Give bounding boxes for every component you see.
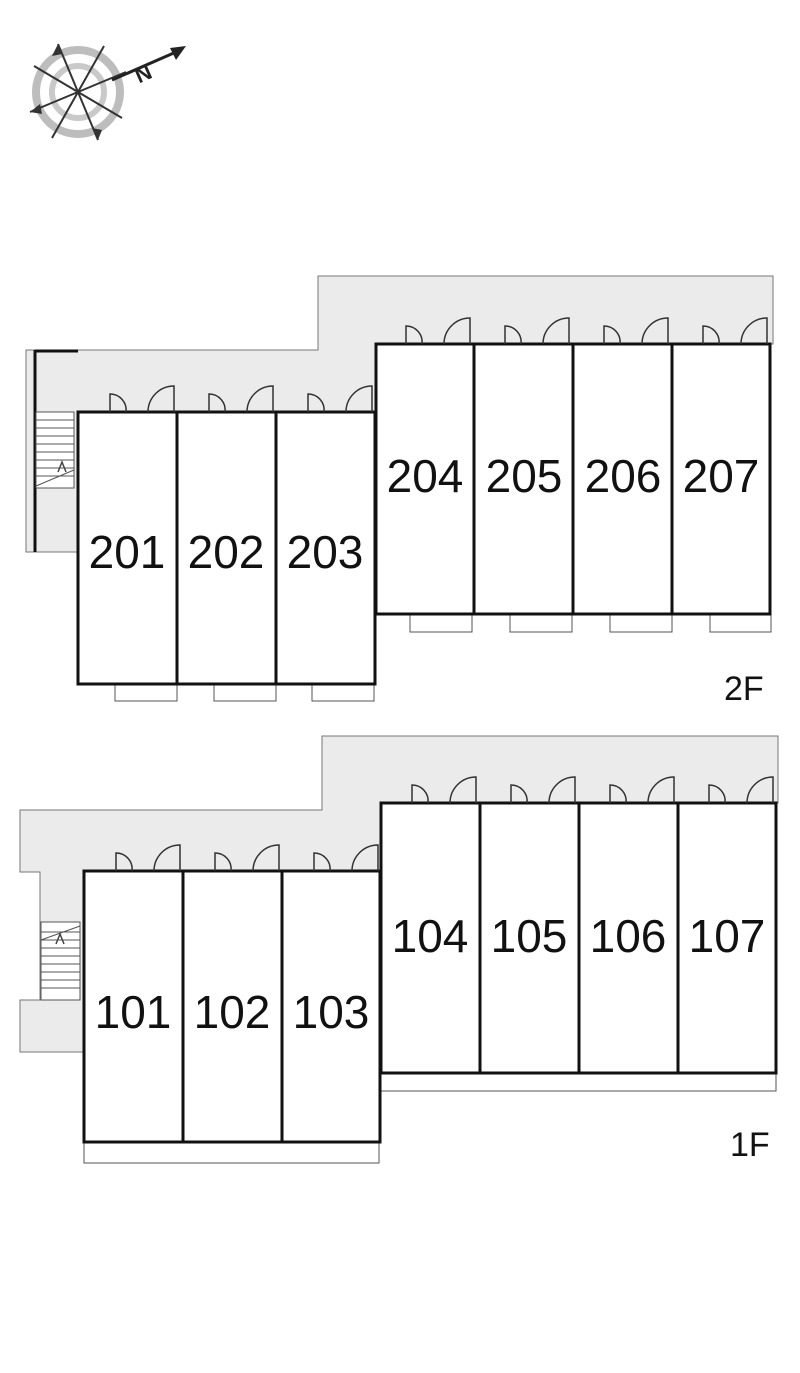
unit-207[interactable] xyxy=(670,342,772,616)
unit-label-101: 101 xyxy=(95,986,172,1038)
unit-label-103: 103 xyxy=(293,986,370,1038)
unit-202[interactable] xyxy=(175,410,278,686)
unit-label-102: 102 xyxy=(194,986,271,1038)
unit-101[interactable] xyxy=(82,869,185,1144)
floor-1f-stairs xyxy=(40,921,81,1001)
unit-label-205: 205 xyxy=(486,450,563,502)
unit-label-105: 105 xyxy=(491,910,568,962)
compass-rose-icon: N xyxy=(29,43,186,141)
unit-104[interactable] xyxy=(379,801,482,1075)
unit-label-204: 204 xyxy=(387,450,464,502)
unit-103[interactable] xyxy=(280,869,382,1144)
floor-2f-doors xyxy=(109,317,768,413)
floor-1f-plan: 101 102 103 104 105 106 107 1F xyxy=(19,735,779,1164)
unit-label-206: 206 xyxy=(585,450,662,502)
floor-label-1f: 1F xyxy=(730,1126,770,1164)
unit-label-207: 207 xyxy=(683,450,760,502)
floor-2f-plan: 201 202 203 204 205 206 207 2F xyxy=(25,275,774,708)
unit-label-203: 203 xyxy=(287,526,364,578)
unit-label-106: 106 xyxy=(590,910,667,962)
floor-1f-doors xyxy=(115,776,774,872)
unit-204[interactable] xyxy=(374,342,476,616)
unit-label-104: 104 xyxy=(392,910,469,962)
unit-label-202: 202 xyxy=(188,526,265,578)
unit-label-107: 107 xyxy=(689,910,766,962)
floor-2f-stairs xyxy=(35,411,75,489)
floor-label-2f: 2F xyxy=(724,670,764,708)
unit-105[interactable] xyxy=(478,801,581,1075)
unit-label-201: 201 xyxy=(89,526,166,578)
unit-206[interactable] xyxy=(571,342,674,616)
unit-107[interactable] xyxy=(676,801,778,1075)
